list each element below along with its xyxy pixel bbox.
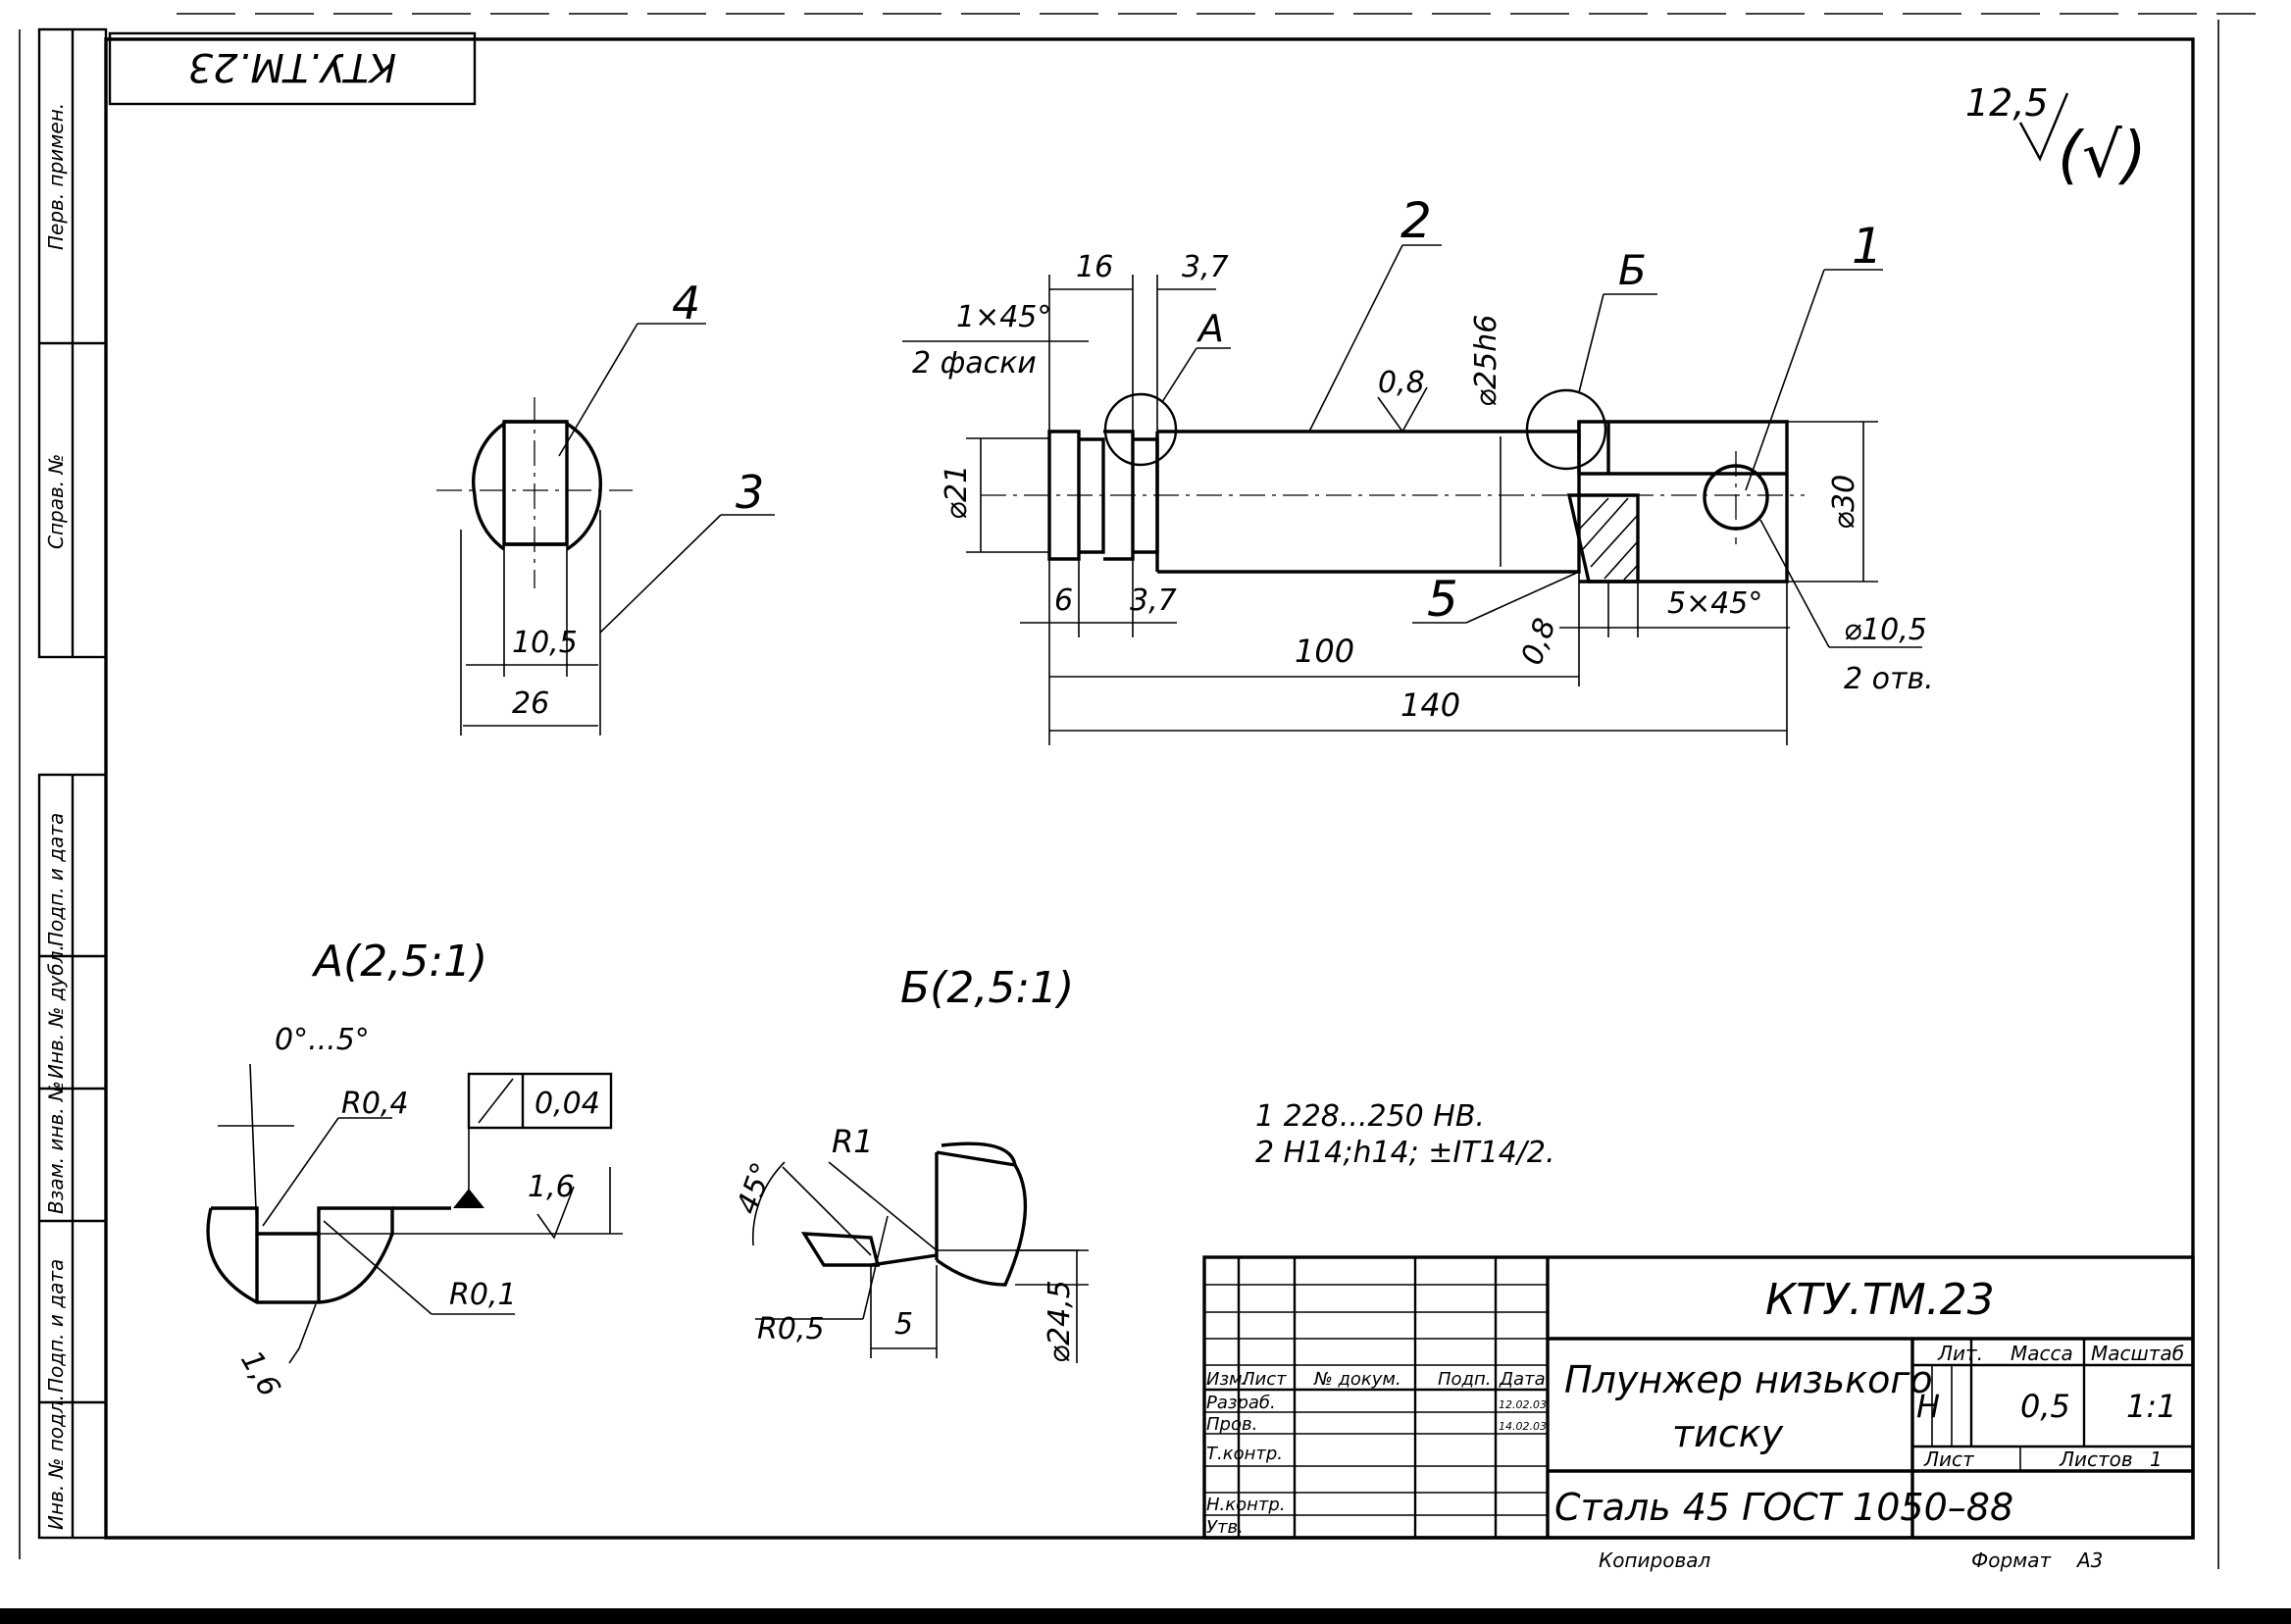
svg-text:12,5: 12,5	[1965, 81, 2049, 125]
tb-hdr-mass: Масса	[2011, 1342, 2073, 1365]
detail-a-tolerance: 0,04	[535, 1087, 600, 1121]
svg-text:КТУ.ТМ.23: КТУ.ТМ.23	[188, 44, 396, 89]
strip-label: Справ. №	[44, 454, 68, 549]
tb-sheet-label: Лист	[1923, 1447, 1975, 1471]
tb-row-nkontr: Н.контр.	[1206, 1495, 1286, 1515]
tb-sheets-value: 1	[2150, 1447, 2163, 1471]
callout-1: 1	[1852, 218, 1883, 275]
dim-chamfer: 1×45°	[956, 300, 1051, 334]
tb-name-line1: Плунжер низького	[1564, 1358, 1933, 1401]
tb-col-doc: № докум.	[1313, 1369, 1401, 1390]
tb-date-1: 12.02.03	[1499, 1398, 1547, 1411]
svg-text:(√): (√)	[2058, 120, 2147, 192]
footer-copied: Копировал	[1599, 1548, 1710, 1572]
callout-3: 3	[736, 466, 764, 519]
dim-3-7-top: 3,7	[1182, 250, 1229, 284]
detail-a-r01: R0,1	[449, 1278, 517, 1312]
dim-6: 6	[1054, 584, 1073, 618]
dim-5x45: 5×45°	[1667, 586, 1762, 621]
dim-dia-21: ⌀21	[940, 465, 974, 520]
footer-format-value: А3	[2075, 1548, 2103, 1572]
side-strip: Перв. примен. Справ. № Подп. и дата Инв.…	[37, 27, 108, 1540]
callout-4: 4	[672, 277, 700, 330]
tb-lit: Н	[1916, 1388, 1940, 1425]
detail-b-dia: ⌀24,5	[1043, 1280, 1077, 1363]
callout-5: 5	[1427, 571, 1458, 628]
detail-b-title: Б(2,5:1)	[900, 963, 1074, 1013]
dim-16: 16	[1076, 250, 1113, 284]
dim-hole-dia: ⌀10,5	[1844, 613, 1927, 647]
tb-hdr-lit: Лит.	[1937, 1342, 1983, 1365]
tb-name-line2: тиску	[1672, 1412, 1784, 1455]
dim-3-7-bot: 3,7	[1130, 584, 1177, 618]
tb-row-razrab: Разраб.	[1206, 1393, 1276, 1413]
strip-label: Подп. и дата	[44, 813, 68, 946]
detail-a-title: А(2,5:1)	[311, 937, 487, 987]
roughness-0-8-top: 0,8	[1378, 366, 1425, 400]
dim-26: 26	[512, 686, 549, 721]
note-line: 2 Н14;h14; ±IT14/2.	[1255, 1136, 1555, 1170]
end-view: 10,5 26 4 3	[436, 277, 775, 736]
tb-col-izm: Изм.	[1206, 1369, 1247, 1390]
detail-a-roughness-right: 1,6	[528, 1170, 575, 1204]
tb-mass: 0,5	[2020, 1388, 2070, 1425]
detail-b: Б(2,5:1) 45° R1 R0,5 5 ⌀24,5	[731, 963, 1089, 1363]
tb-material: Сталь 45 ГОСТ 1050–88	[1554, 1486, 2013, 1529]
technical-notes: 1 228...250 НВ. 2 Н14;h14; ±IT14/2.	[1255, 1099, 1555, 1170]
footer-format-label: Формат	[1971, 1548, 2052, 1572]
roughness-general-mark: 12,5 (√)	[1965, 81, 2147, 192]
detail-b-r05: R0,5	[757, 1312, 825, 1346]
sheet-footer: Копировал Формат А3	[1599, 1548, 2103, 1572]
dim-chamfer-note: 2 фаски	[912, 346, 1037, 381]
strip-label: Инв. № подл.	[44, 1395, 68, 1530]
tb-col-date: Дата	[1499, 1369, 1546, 1390]
tb-hdr-scale: Масштаб	[2091, 1342, 2184, 1365]
strip-label: Подп. и дата	[44, 1259, 68, 1393]
note-line: 1 228...250 НВ.	[1255, 1099, 1485, 1134]
tb-designation: КТУ.ТМ.23	[1765, 1275, 1995, 1325]
main-view: 16 3,7 1×45° 2 фаски А 2 0,8 ⌀25h6 Б 1 ⌀…	[902, 192, 1934, 745]
strip-label: Инв. № дубл.	[44, 944, 68, 1079]
tb-col-sign: Подп.	[1438, 1369, 1491, 1390]
designation-stamp: КТУ.ТМ.23	[108, 31, 477, 106]
callout-detail-b: Б	[1618, 246, 1647, 294]
dim-dia-30: ⌀30	[1827, 475, 1861, 530]
title-block: Изм. Лист № докум. Подп. Дата Разраб. Пр…	[1202, 1255, 2195, 1540]
scan-edge-band	[0, 1608, 2291, 1624]
dim-10-5: 10,5	[512, 626, 578, 660]
detail-b-r1: R1	[832, 1123, 874, 1160]
tb-scale: 1:1	[2126, 1388, 2177, 1425]
dim-hole-note: 2 отв.	[1844, 662, 1934, 696]
strip-label: Взам. инв. №	[44, 1081, 68, 1214]
dim-100: 100	[1295, 633, 1354, 670]
dim-dia-25h6: ⌀25h6	[1469, 315, 1503, 407]
detail-a-r04: R0,4	[341, 1087, 409, 1121]
strip-label: Перв. примен.	[44, 103, 68, 250]
tb-sheets-label: Листов	[2059, 1447, 2133, 1471]
tb-row-tkontr: Т.контр.	[1206, 1444, 1283, 1464]
tb-date-2: 14.02.03	[1499, 1420, 1547, 1433]
detail-b-dim-5: 5	[894, 1307, 913, 1342]
detail-a-angle: 0°...5°	[275, 1023, 370, 1057]
callout-2: 2	[1400, 192, 1432, 249]
callout-detail-a: А	[1196, 307, 1224, 350]
dim-140: 140	[1400, 686, 1460, 724]
tb-row-prov: Пров.	[1206, 1414, 1257, 1435]
tb-row-utv: Утв.	[1206, 1517, 1244, 1538]
tb-col-list: Лист	[1241, 1369, 1287, 1390]
